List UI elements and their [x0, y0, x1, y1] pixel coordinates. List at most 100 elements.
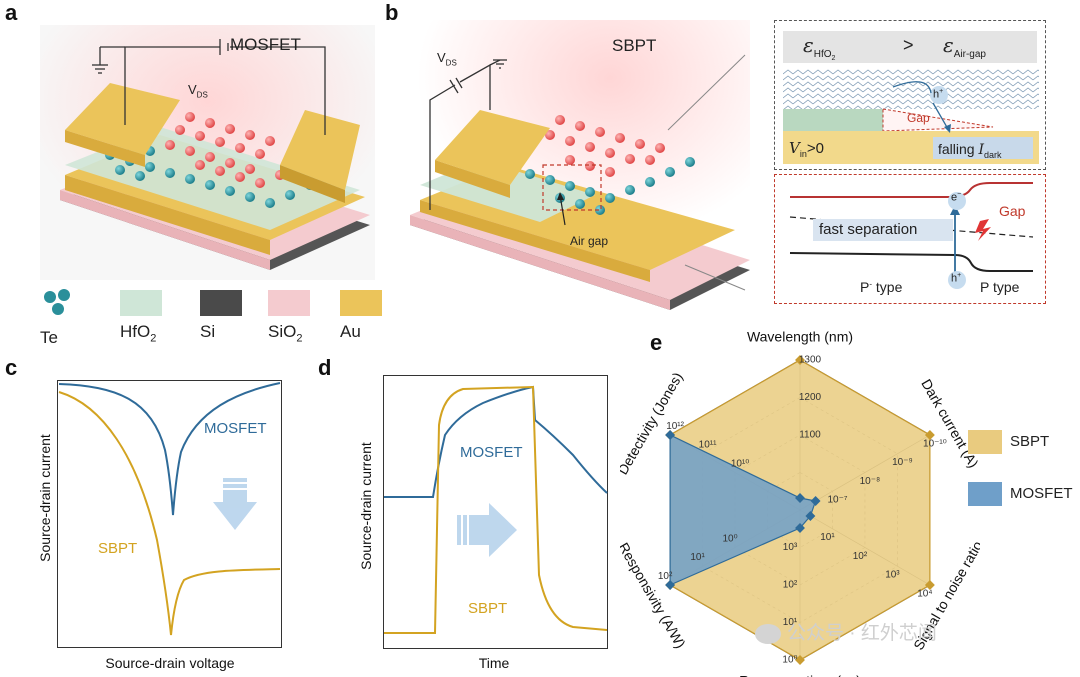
sbpt-title: SBPT — [612, 36, 657, 55]
air-gap-label: Air gap — [570, 234, 609, 248]
radar-series — [665, 355, 935, 665]
eps-air-label: εAir-gap — [943, 33, 986, 60]
panel-label-e: e — [650, 330, 663, 355]
te-atoms-icon — [44, 289, 70, 315]
radar-tick-label: 1100 — [799, 430, 821, 441]
chart-e-radar: 1100 1200 1300 10⁻⁷ 10⁻⁸ 10⁻⁹ 10⁻¹⁰ 10¹ 10² 10³ 10… — [620, 329, 980, 677]
radar-tick-label: 10⁰ — [722, 533, 737, 544]
legend-te: Te — [40, 287, 100, 348]
chart-d-series-sbpt — [384, 385, 608, 634]
falling-idark-label: falling Idark — [938, 141, 1002, 160]
si-swatch — [200, 290, 242, 316]
radar-ticks: 1100 1200 1300 10⁻⁷ 10⁻⁸ 10⁻⁹ 10⁻¹⁰ 10¹ 10² 10³ 10… — [658, 355, 947, 666]
radar-axis-label: Wavelength (nm) — [747, 329, 853, 345]
radar-tick-label: 10¹¹ — [699, 440, 717, 451]
mosfet-title: MOSFET — [230, 35, 301, 54]
chart-d-ylabel: Source-drain current — [358, 442, 374, 570]
hfo2-swatch — [120, 290, 162, 316]
eminus-label: e− — [951, 191, 962, 204]
watermark: 公众号 · 红外芯闻 — [755, 618, 937, 645]
chart-c-sbpt-label: SBPT — [98, 540, 138, 557]
right-arrow-icon — [457, 503, 517, 557]
sbpt-vds-label: VDS — [437, 50, 457, 68]
radar-point-sbpt — [924, 430, 935, 440]
radar-axis-label: Response time (μs) — [739, 673, 861, 677]
radar-tick-label: 10⁰ — [782, 655, 797, 666]
radar-point-mosfet — [805, 511, 816, 521]
legend-hfo2-label: HfO2 — [120, 322, 157, 345]
radar-tick-label: 10⁻⁸ — [860, 476, 881, 487]
legend-si: Si — [200, 287, 242, 342]
radar-point-mosfet — [665, 580, 676, 590]
radar-tick-label: 10³ — [783, 542, 798, 553]
radar-point-mosfet — [795, 493, 805, 503]
legend-te-label: Te — [40, 328, 58, 347]
panel-label-c: c — [5, 355, 18, 380]
legend-mosfet-swatch — [968, 482, 1002, 506]
radar-tick-label: 1300 — [799, 355, 822, 366]
legend-sio2: SiO2 — [268, 287, 310, 344]
p-minus-type-label: P- type — [860, 279, 903, 295]
legend-sio2-label: SiO2 — [268, 322, 303, 345]
legend-sbpt-swatch — [968, 430, 1002, 454]
chart-c-series-mosfet — [58, 382, 281, 516]
eps-hfo2-label: εHfO2 — [803, 33, 836, 62]
chart-d-sbpt-label: SBPT — [468, 600, 508, 617]
sio2-swatch — [268, 290, 310, 316]
chart-c — [57, 380, 282, 648]
vin-label: Vin>0 — [789, 139, 824, 159]
mosfet-vds-label: VDS — [188, 82, 208, 100]
radar-tick-label: 10² — [783, 580, 798, 591]
inset-dielectric-box: εHfO2 > εAir-gap h+ Gap Vin>0 falling Id… — [774, 20, 1046, 170]
legend-au-label: Au — [340, 322, 361, 341]
radar-tick-label: 10⁻⁹ — [892, 457, 913, 468]
radar-tick-label: 1200 — [799, 392, 822, 403]
chart-d-xlabel: Time — [478, 655, 510, 671]
band-diagram — [789, 182, 1034, 289]
inset-band-diagram-box: e− Gap fast separation P- type h+ P type — [774, 174, 1046, 304]
mosfet-device-illustration — [40, 25, 375, 280]
chart-c-series-sbpt — [58, 391, 281, 636]
radar-tick-label: 10¹ — [783, 617, 798, 628]
radar-tick-label: 10¹² — [666, 421, 684, 432]
legend-hfo2: HfO2 — [120, 287, 162, 344]
interface-schematic — [783, 69, 1039, 164]
hplus-label-top: h+ — [933, 88, 944, 101]
radar-tick-label: 10¹⁰ — [731, 458, 749, 469]
radar-tick-label: 10² — [658, 571, 673, 582]
radar-tick-label: 10⁻¹⁰ — [923, 438, 947, 449]
radar-tick-label: 10² — [853, 551, 868, 562]
legend-sbpt-label: SBPT — [1010, 433, 1050, 450]
hplus-label-bottom: h+ — [951, 272, 962, 285]
radar-tick-label: 10⁻⁷ — [827, 495, 847, 506]
radar-tick-label: 10³ — [885, 570, 900, 581]
chart-d-mosfet-label: MOSFET — [460, 444, 523, 461]
chart-c-xlabel: Source-drain voltage — [105, 655, 235, 671]
legend-au: Au — [340, 287, 382, 342]
sbpt-device-illustration — [400, 20, 750, 310]
radar-tick-label: 10¹ — [690, 552, 705, 563]
panel-label-b: b — [385, 0, 399, 25]
fast-separation-label: fast separation — [819, 221, 918, 238]
au-swatch — [340, 290, 382, 316]
legend-mosfet-label: MOSFET — [1010, 485, 1073, 502]
permittivity-banner — [783, 31, 1037, 63]
material-legend: Te HfO2 Si SiO2 Au — [40, 287, 382, 349]
panel-label-d: d — [318, 355, 332, 380]
legend-si-label: Si — [200, 322, 216, 341]
chart-c-ylabel: Source-drain current — [37, 434, 53, 562]
wechat-icon — [755, 623, 781, 644]
p-type-label: P type — [980, 279, 1020, 295]
chart-c-mosfet-label: MOSFET — [204, 420, 267, 437]
radar-point-sbpt — [795, 655, 805, 665]
chart-d — [383, 375, 608, 649]
radar-tick-label: 10⁴ — [917, 588, 932, 599]
radar-tick-label: 10¹ — [820, 532, 835, 543]
gap-label-top: Gap — [907, 111, 930, 125]
panel-label-a: a — [5, 0, 18, 25]
radar-point-sbpt — [795, 355, 805, 365]
gap-label-bottom: Gap — [999, 203, 1026, 219]
radar-point-mosfet — [665, 430, 676, 440]
radar-point-sbpt — [924, 580, 935, 590]
radar-legend: SBPT MOSFET — [968, 430, 1080, 530]
